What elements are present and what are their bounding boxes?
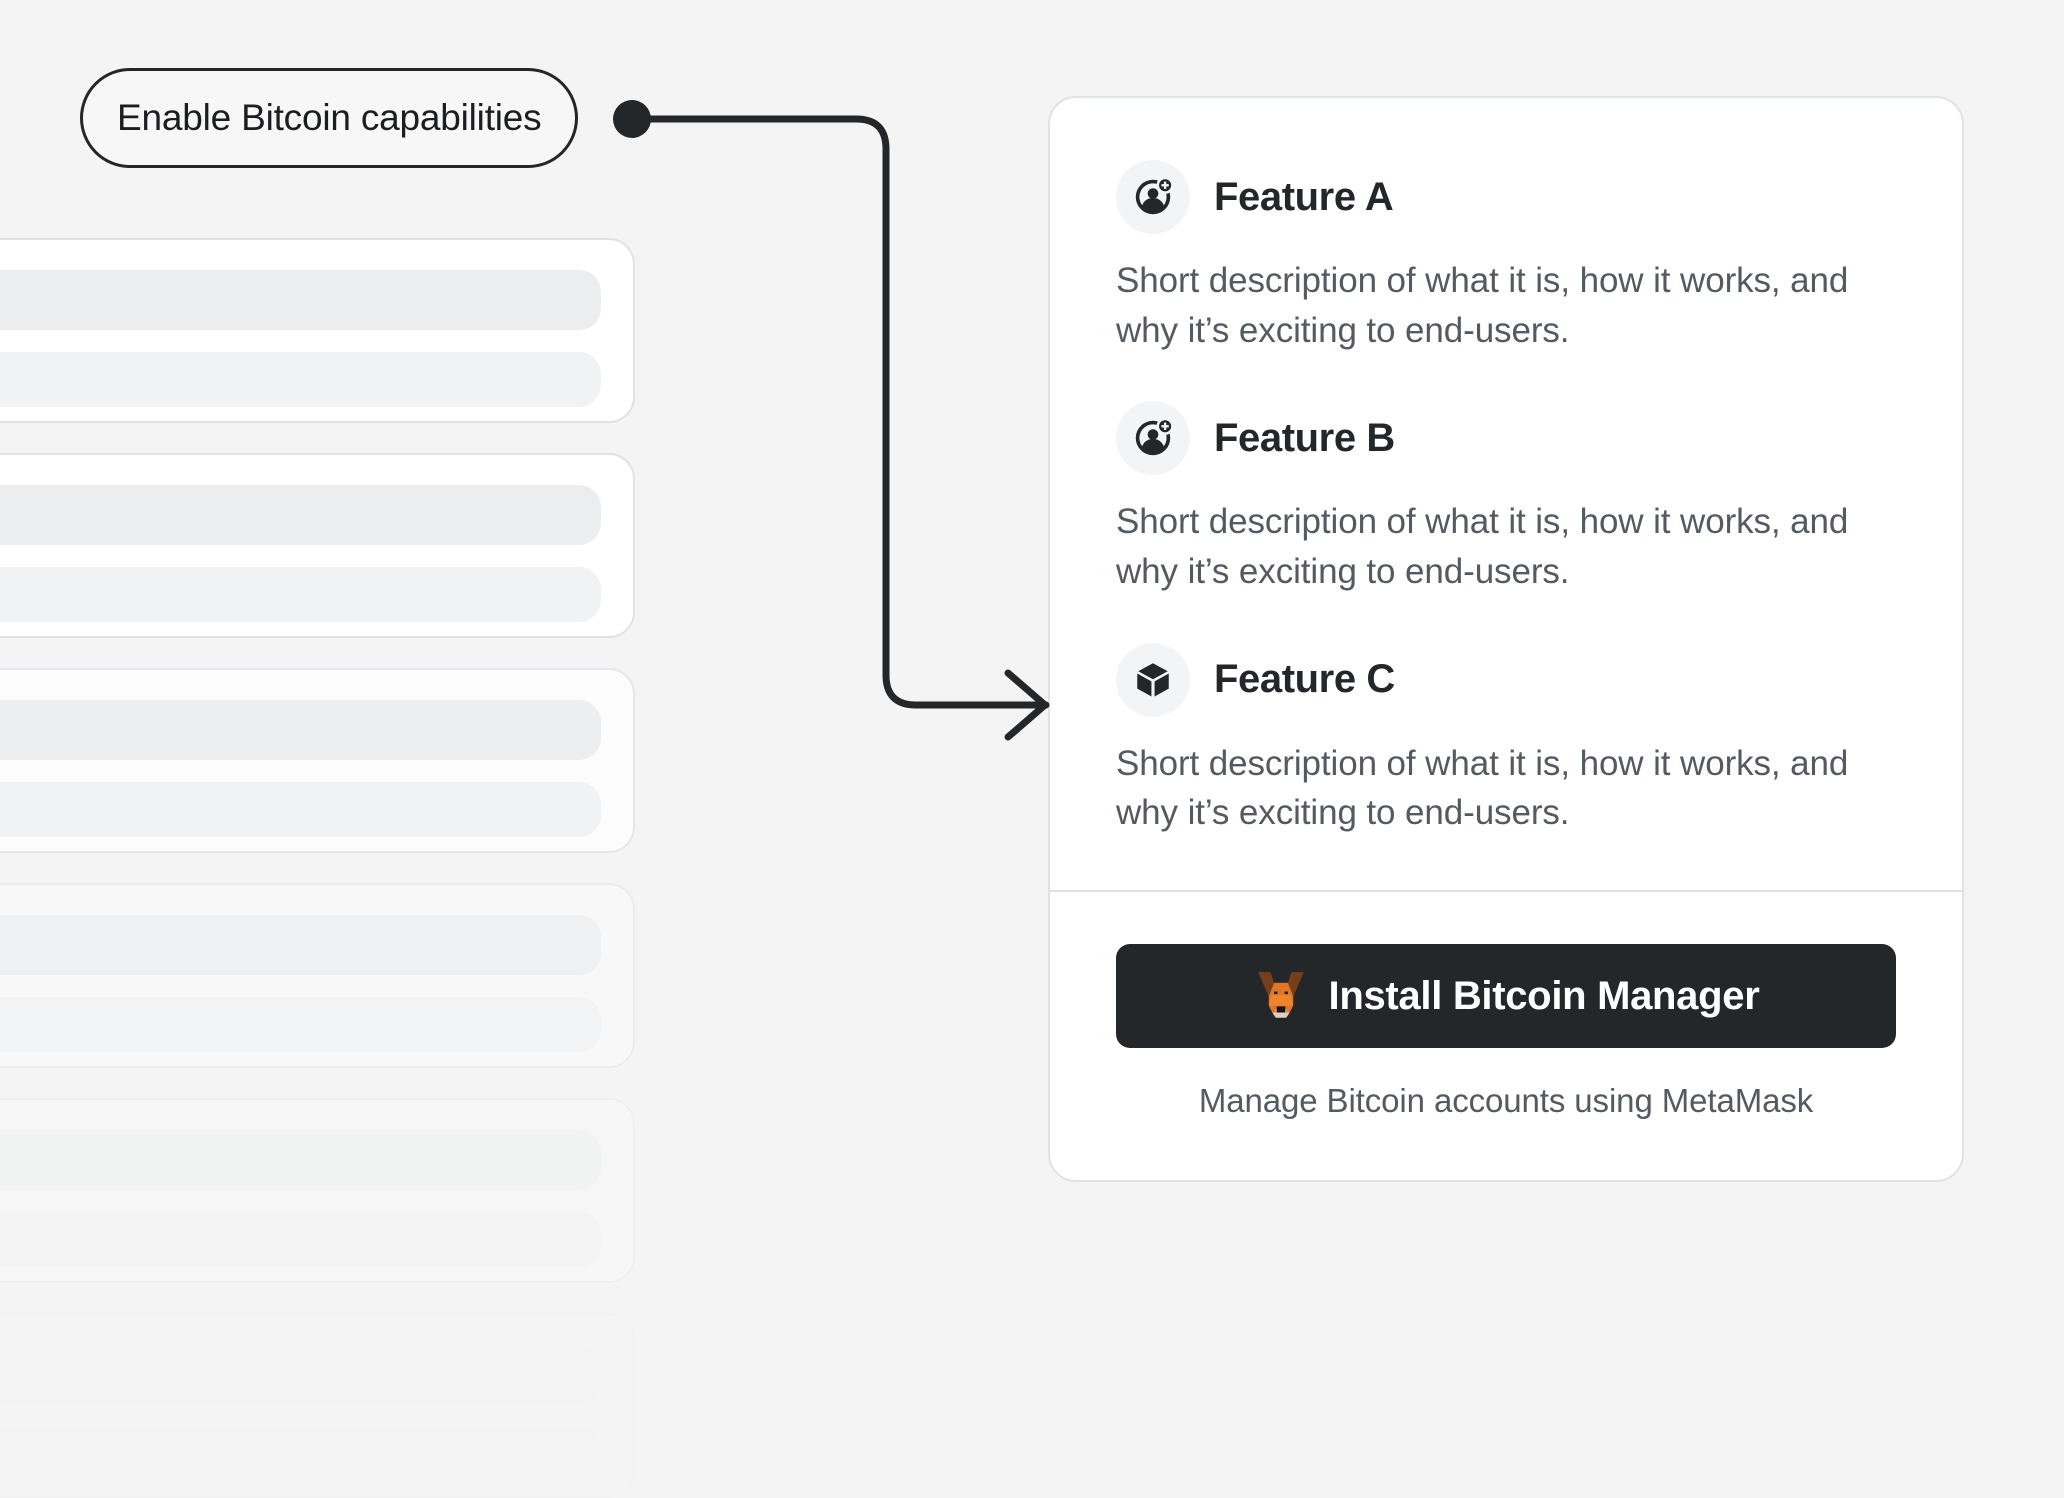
feature-description: Short description of what it is, how it … xyxy=(1116,743,1849,833)
connector-start-dot xyxy=(613,100,651,138)
add-user-icon xyxy=(1116,401,1190,476)
install-subtext: Manage Bitcoin accounts using MetaMask xyxy=(1198,1082,1814,1120)
skeleton-bar-secondary xyxy=(0,997,601,1052)
feature-block: Feature B Short description of what it is… xyxy=(1116,401,1896,596)
skeleton-bar-primary xyxy=(0,270,601,330)
skeleton-card xyxy=(0,238,635,423)
arrowhead-icon xyxy=(1004,669,1049,741)
bitcoin-feature-card: Feature A Short description of what it is… xyxy=(1048,96,1964,1183)
install-section: Install Bitcoin Manager Manage Bitcoin a… xyxy=(1050,892,1962,1180)
skeleton-bar-primary xyxy=(0,915,601,975)
callout-pill-label: Enable Bitcoin capabilities xyxy=(117,97,542,138)
background-skeleton-list xyxy=(0,238,635,1498)
feature-header: Feature B xyxy=(1116,401,1896,476)
skeleton-card xyxy=(0,1098,635,1283)
metamask-fox-icon xyxy=(1253,967,1309,1026)
skeleton-bar-secondary xyxy=(0,1427,601,1482)
cube-icon xyxy=(1116,642,1190,717)
skeleton-bar-secondary xyxy=(0,567,601,622)
install-button-label: Install Bitcoin Manager xyxy=(1328,973,1760,1018)
feature-description: Short description of what it is, how it … xyxy=(1116,502,1849,592)
skeleton-bar-secondary xyxy=(0,782,601,837)
add-user-icon xyxy=(1116,160,1190,234)
skeleton-card xyxy=(0,1313,635,1498)
feature-block: Feature A Short description of what it is… xyxy=(1116,160,1896,355)
feature-title: Feature A xyxy=(1214,174,1394,219)
skeleton-bar-primary xyxy=(0,1130,601,1190)
connector-path xyxy=(626,115,1050,709)
feature-title: Feature B xyxy=(1214,415,1395,460)
feature-header: Feature C xyxy=(1116,642,1896,717)
feature-header: Feature A xyxy=(1116,160,1896,234)
feature-description: Short description of what it is, how it … xyxy=(1116,261,1849,350)
install-bitcoin-manager-button[interactable]: Install Bitcoin Manager xyxy=(1116,944,1896,1049)
skeleton-bar-primary xyxy=(0,485,601,545)
callout-pill[interactable]: Enable Bitcoin capabilities xyxy=(80,68,579,168)
feature-block: Feature C Short description of what it is… xyxy=(1116,642,1896,838)
feature-title: Feature C xyxy=(1214,657,1395,702)
skeleton-card xyxy=(0,668,635,853)
skeleton-card xyxy=(0,453,635,638)
card-divider xyxy=(1050,890,1962,893)
skeleton-card xyxy=(0,883,635,1068)
skeleton-bar-secondary xyxy=(0,352,601,407)
skeleton-bar-secondary xyxy=(0,1212,601,1267)
features-section: Feature A Short description of what it is… xyxy=(1050,98,1962,890)
skeleton-bar-primary xyxy=(0,700,601,760)
skeleton-bar-primary xyxy=(0,1345,601,1405)
